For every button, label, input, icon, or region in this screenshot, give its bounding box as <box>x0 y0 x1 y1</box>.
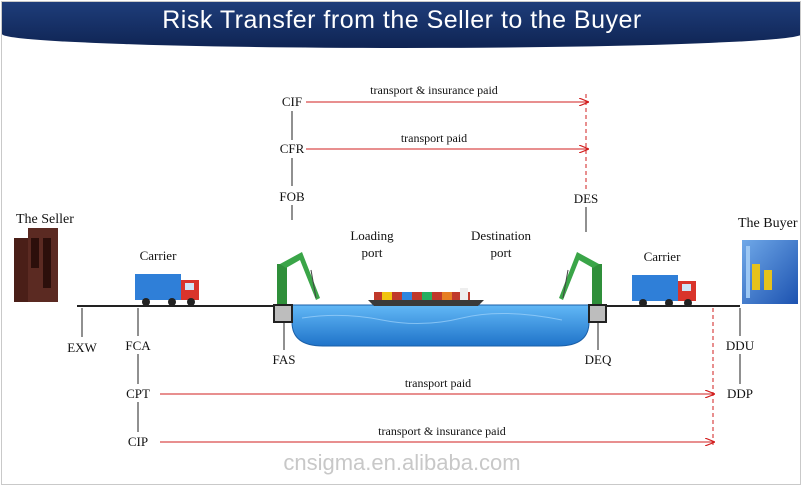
term-fob: FOB <box>279 189 304 205</box>
term-deq: DEQ <box>585 352 612 368</box>
loading-crane-icon <box>277 252 320 304</box>
arrow-label-cfr: transport paid <box>401 131 467 146</box>
buyer-label: The Buyer <box>738 216 797 232</box>
term-ddp: DDP <box>727 386 753 402</box>
watermark: cnsigma.en.alibaba.com <box>2 450 801 476</box>
carrier-label-right: Carrier <box>644 249 681 265</box>
buyer-building-icon <box>742 240 798 304</box>
carrier-label-left: Carrier <box>140 248 177 264</box>
destination-port-label-line1: Destination <box>471 228 531 244</box>
container-ship-icon <box>368 288 484 306</box>
arrow-label-cpt: transport paid <box>405 376 471 391</box>
loading-port-label-line2: port <box>362 245 383 261</box>
arrow-label-cif: transport & insurance paid <box>370 83 498 98</box>
destination-port-label-line2: port <box>491 245 512 261</box>
term-cif: CIF <box>282 94 302 110</box>
term-fas: FAS <box>273 352 296 368</box>
destination-quay <box>589 305 606 322</box>
term-des: DES <box>574 191 599 207</box>
destination-crane-icon <box>559 252 602 304</box>
term-fca: FCA <box>125 338 150 354</box>
term-exw: EXW <box>67 340 97 356</box>
arrow-label-cip: transport & insurance paid <box>378 424 506 439</box>
truck-icon-right <box>632 275 696 307</box>
term-ddu: DDU <box>726 338 754 354</box>
term-cpt: CPT <box>126 386 150 402</box>
loading-quay <box>274 305 292 322</box>
seller-label: The Seller <box>16 212 74 228</box>
seller-factory-icon <box>14 228 58 302</box>
term-cfr: CFR <box>280 141 305 157</box>
loading-port-label-line1: Loading <box>350 228 393 244</box>
truck-icon-left <box>135 274 199 306</box>
sea-basin <box>292 305 589 346</box>
term-cip: CIP <box>128 434 148 450</box>
